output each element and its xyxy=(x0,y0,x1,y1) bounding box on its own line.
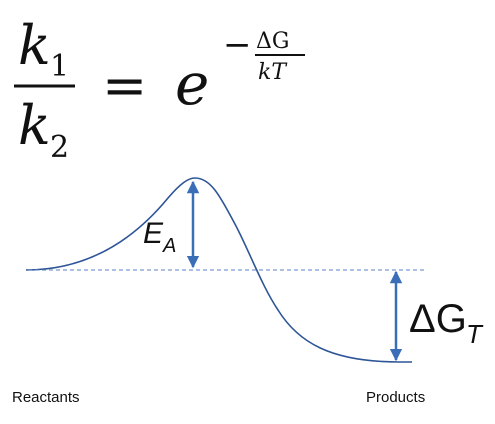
exponent-numerator: ΔG xyxy=(256,29,289,54)
denominator-k: k xyxy=(18,94,51,157)
rate-equation: k 1 k 2 = e − ΔG kT xyxy=(14,14,305,165)
numerator-subscript: 1 xyxy=(50,49,69,84)
reactants-label: Reactants xyxy=(12,389,80,406)
products-label: Products xyxy=(366,389,426,406)
exponential-base: e xyxy=(175,50,209,118)
activation-energy-label: E A xyxy=(143,217,176,257)
denominator-subscript: 2 xyxy=(50,130,69,165)
activation-energy-subscript: A xyxy=(162,235,176,257)
energy-curve xyxy=(25,177,412,363)
free-energy-label: ΔG T xyxy=(409,297,484,349)
exponent-minus: − xyxy=(223,25,252,65)
numerator-k: k xyxy=(18,14,51,77)
activation-energy-symbol: E xyxy=(143,217,164,250)
free-energy-subscript: T xyxy=(466,319,484,349)
free-energy-symbol: ΔG xyxy=(409,297,467,341)
equals-sign: = xyxy=(102,54,147,117)
exponent-denominator: kT xyxy=(258,60,288,85)
